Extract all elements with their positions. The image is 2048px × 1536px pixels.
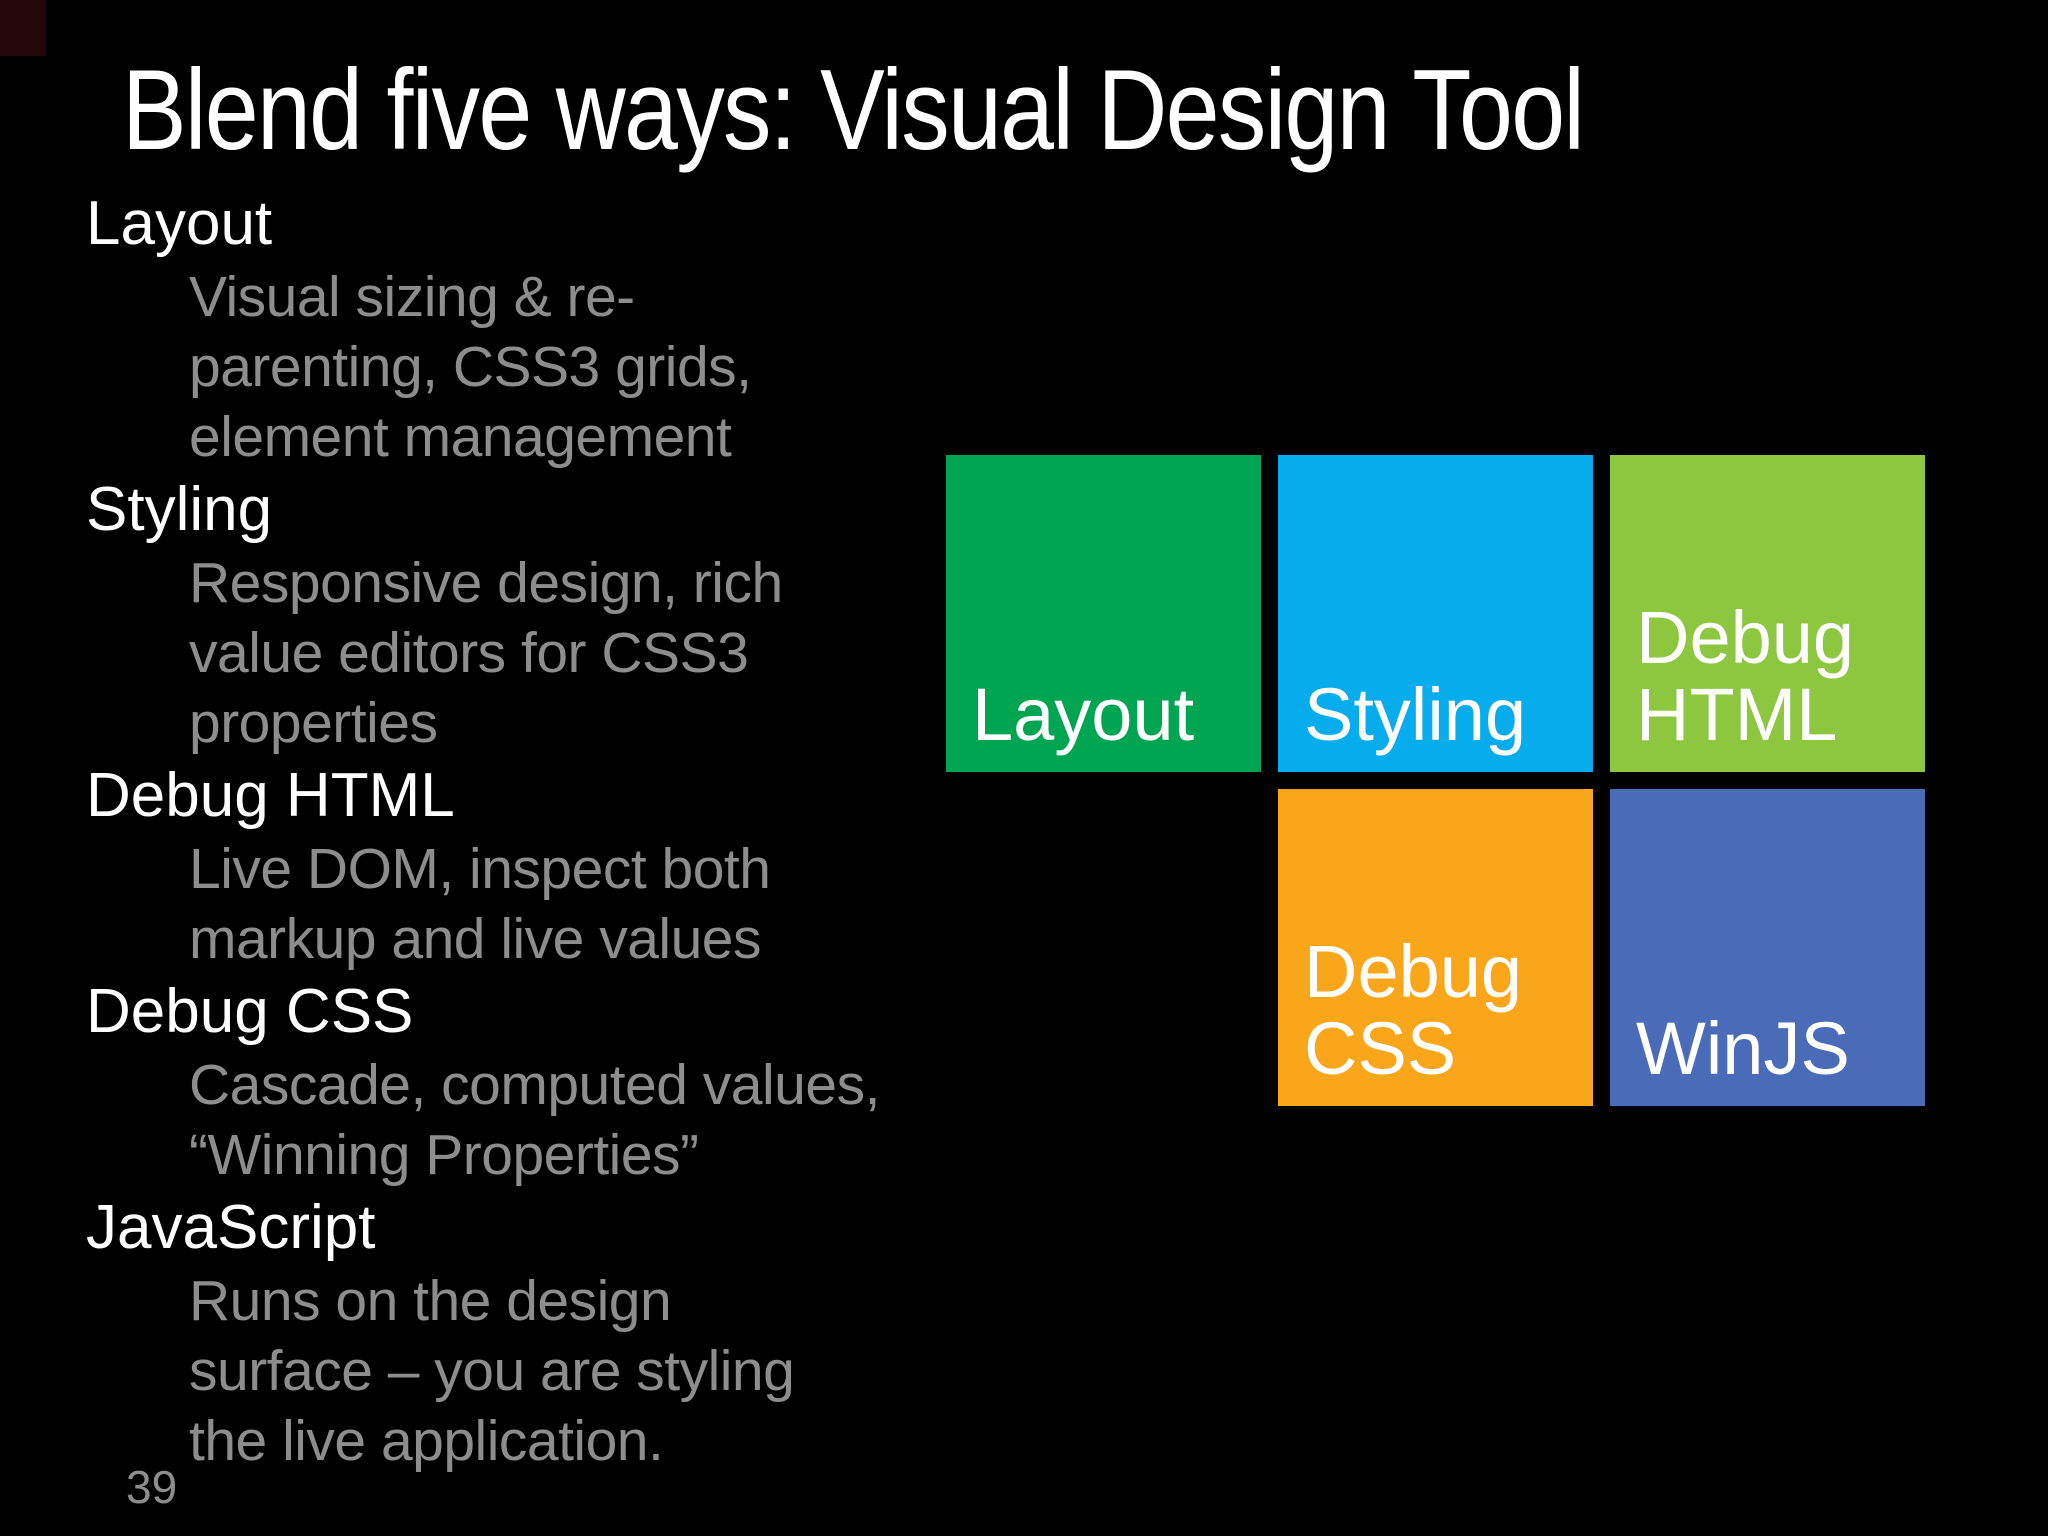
tile-label-line: Layout [972,673,1195,757]
tile-label-line: Debug [1304,930,1523,1014]
corner-artifact [0,0,46,56]
tile-label-line: CSS [1304,1007,1457,1091]
outline-body-line: Responsive design, rich [189,551,783,615]
outline-body-line: Runs on the design [189,1269,672,1333]
tile-label: WinJS [1636,1007,1850,1091]
outline-heading: Layout [86,189,273,258]
tile-styling: Styling [1278,455,1593,772]
outline-body-line: properties [189,691,438,755]
tile-label: Styling [1304,673,1527,757]
outline-heading: Styling [86,475,273,544]
outline-body-line: markup and live values [189,907,761,971]
outline-body-line: “Winning Properties” [189,1123,699,1187]
outline-body-line: Cascade, computed values, [189,1053,880,1117]
outline-section-debug-html: Debug HTML Live DOM, inspect both markup… [86,758,880,974]
outline-body-line: Visual sizing & re- [189,265,635,329]
outline-body-line: parenting, CSS3 grids, [189,335,752,399]
outline-heading: Debug HTML [86,761,455,830]
outline-section-javascript: JavaScript Runs on the design surface – … [86,1190,880,1476]
tile-label: Debug HTML [1636,596,1855,757]
outline-body-line: element management [189,405,732,469]
outline-section-layout: Layout Visual sizing & re- parenting, CS… [86,186,880,472]
outline-heading: JavaScript [86,1193,376,1262]
outline-body-line: the live application. [189,1409,664,1473]
outline-section-debug-css: Debug CSS Cascade, computed values, “Win… [86,974,880,1190]
outline-section-styling: Styling Responsive design, rich value ed… [86,472,880,758]
tile-debug-html: Debug HTML [1610,455,1925,772]
tile-label-line: Styling [1304,673,1527,757]
tile-label-line: WinJS [1636,1007,1850,1091]
outline: Layout Visual sizing & re- parenting, CS… [86,186,880,1476]
outline-body-line: value editors for CSS3 [189,621,749,685]
outline-body-line: surface – you are styling [189,1339,795,1403]
outline-heading: Debug CSS [86,977,414,1046]
tile-label: Layout [972,673,1195,757]
slide-title: Blend five ways: Visual Design Tool [122,47,1585,174]
tile-layout: Layout [946,455,1261,772]
tile-label: Debug CSS [1304,930,1523,1091]
tile-debug-css: Debug CSS [1278,789,1593,1106]
tile-label-line: HTML [1636,673,1838,757]
tile-label-line: Debug [1636,596,1855,680]
outline-body-line: Live DOM, inspect both [189,837,771,901]
tile-winjs: WinJS [1610,789,1925,1106]
page-number: 39 [126,1461,178,1513]
